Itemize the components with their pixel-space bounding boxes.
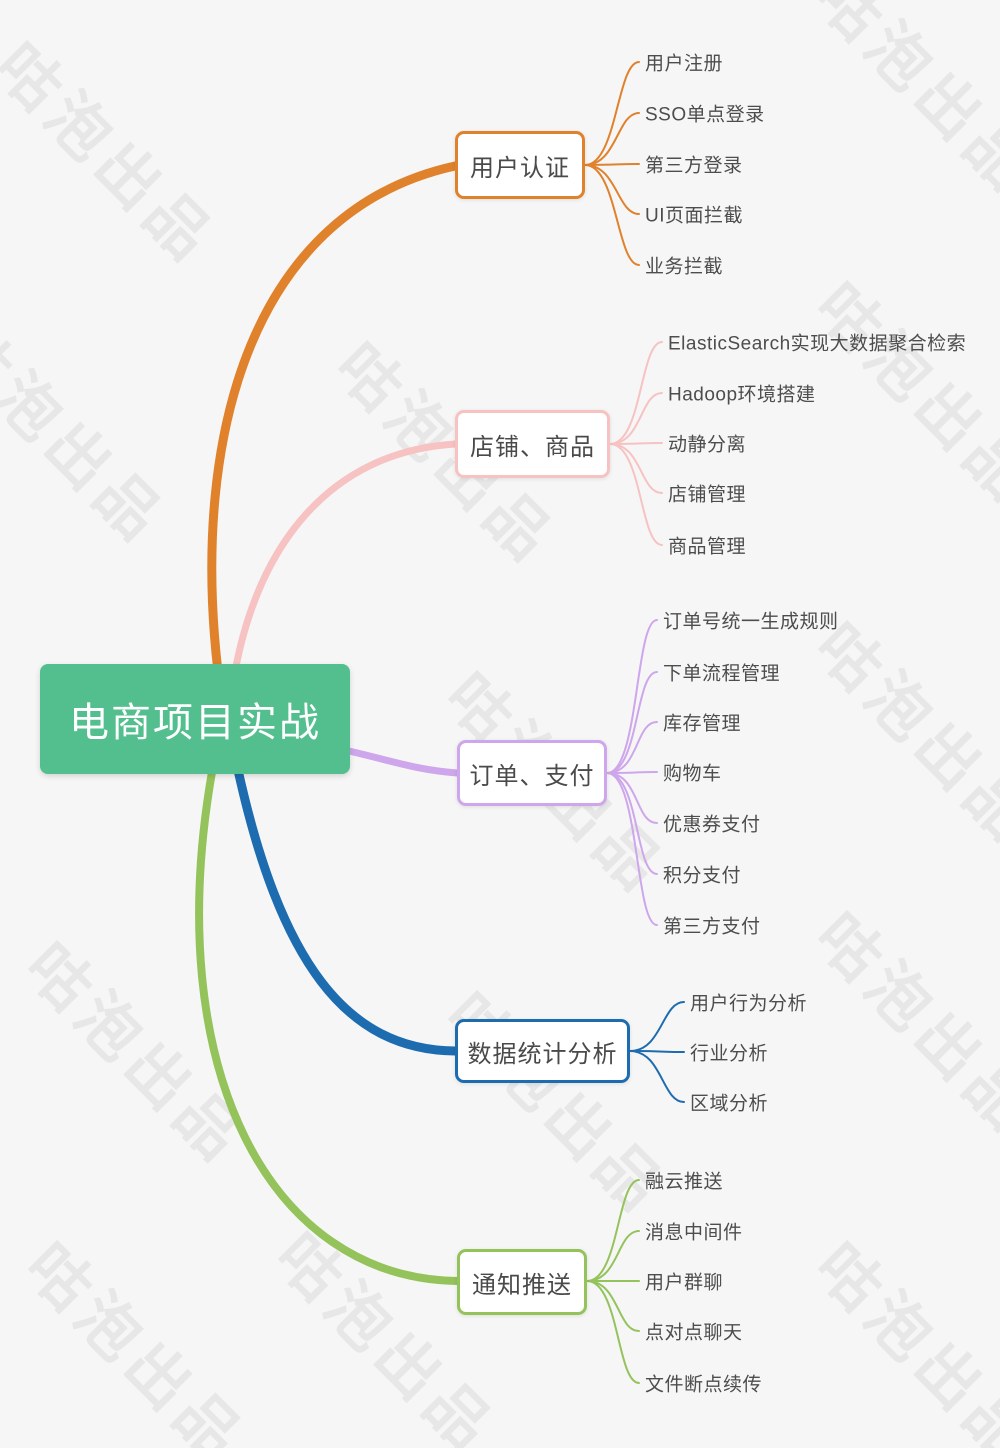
branch-curve (207, 161, 460, 677)
child-node[interactable]: 店铺管理 (668, 484, 747, 506)
child-connector (606, 671, 658, 774)
child-connector (609, 341, 663, 445)
child-node[interactable]: 点对点聊天 (645, 1322, 743, 1344)
branch-node-data-analysis[interactable]: 数据统计分析 (455, 1019, 630, 1083)
child-connector (609, 443, 663, 494)
child-node[interactable]: 第三方登录 (645, 155, 743, 177)
child-node[interactable]: 用户行为分析 (690, 993, 808, 1015)
child-node[interactable]: 优惠券支付 (663, 814, 761, 836)
child-node[interactable]: 业务拦截 (645, 256, 724, 278)
child-node[interactable]: 文件断点续传 (645, 1374, 763, 1396)
child-connector (606, 772, 658, 824)
child-connector (584, 164, 640, 266)
branch-label: 店铺、商品 (470, 433, 595, 461)
child-connector (586, 1230, 640, 1282)
child-node[interactable]: 用户群聊 (645, 1272, 724, 1294)
child-node[interactable]: 区域分析 (690, 1093, 769, 1115)
branch-label: 通知推送 (472, 1271, 572, 1299)
child-connector (584, 163, 640, 166)
child-connector (606, 771, 658, 774)
child-connector (586, 1179, 640, 1282)
child-connector (606, 721, 658, 774)
child-node[interactable]: ElasticSearch实现大数据聚合检索 (668, 333, 967, 355)
child-connector (586, 1280, 640, 1384)
child-node[interactable]: 第三方支付 (663, 916, 761, 938)
child-connector (586, 1280, 640, 1332)
child-connector (629, 1050, 685, 1103)
branch-node-user-auth[interactable]: 用户认证 (455, 131, 585, 199)
child-connector (609, 442, 663, 445)
child-node[interactable]: SSO单点登录 (645, 104, 765, 126)
child-node[interactable]: 行业分析 (690, 1043, 769, 1065)
child-node[interactable]: 融云推送 (645, 1171, 724, 1193)
child-connector (584, 112, 640, 166)
child-connector (606, 619, 658, 774)
branch-label: 订单、支付 (469, 762, 595, 790)
child-connector (609, 443, 663, 546)
child-node[interactable]: 用户注册 (645, 53, 724, 75)
child-connector (629, 1001, 685, 1052)
branch-curve (341, 746, 461, 777)
branch-label: 用户认证 (470, 154, 570, 182)
child-connector (584, 61, 640, 166)
child-node[interactable]: 动静分离 (668, 434, 747, 456)
branch-curve (195, 768, 461, 1285)
child-node[interactable]: 下单流程管理 (663, 663, 781, 685)
child-node[interactable]: 订单号统一生成规则 (663, 611, 839, 633)
branch-node-order-payment[interactable]: 订单、支付 (457, 740, 607, 806)
branch-node-shop-goods[interactable]: 店铺、商品 (455, 410, 610, 478)
child-node[interactable]: UI页面拦截 (645, 205, 744, 227)
child-connector (584, 164, 640, 215)
branch-curve (231, 440, 459, 676)
branch-node-notification-push[interactable]: 通知推送 (457, 1249, 587, 1315)
branch-label: 数据统计分析 (467, 1040, 618, 1068)
child-connector (609, 392, 663, 445)
child-node[interactable]: 商品管理 (668, 536, 747, 558)
child-node[interactable]: 购物车 (663, 763, 722, 785)
root-node[interactable]: 电商项目实战 (40, 664, 350, 774)
child-node[interactable]: 消息中间件 (645, 1222, 743, 1244)
branch-curve (233, 765, 460, 1056)
root-label: 电商项目实战 (69, 701, 321, 745)
child-connector (606, 772, 658, 926)
child-node[interactable]: 积分支付 (663, 865, 742, 887)
child-node[interactable]: 库存管理 (663, 713, 742, 735)
child-node[interactable]: Hadoop环境搭建 (668, 384, 816, 406)
